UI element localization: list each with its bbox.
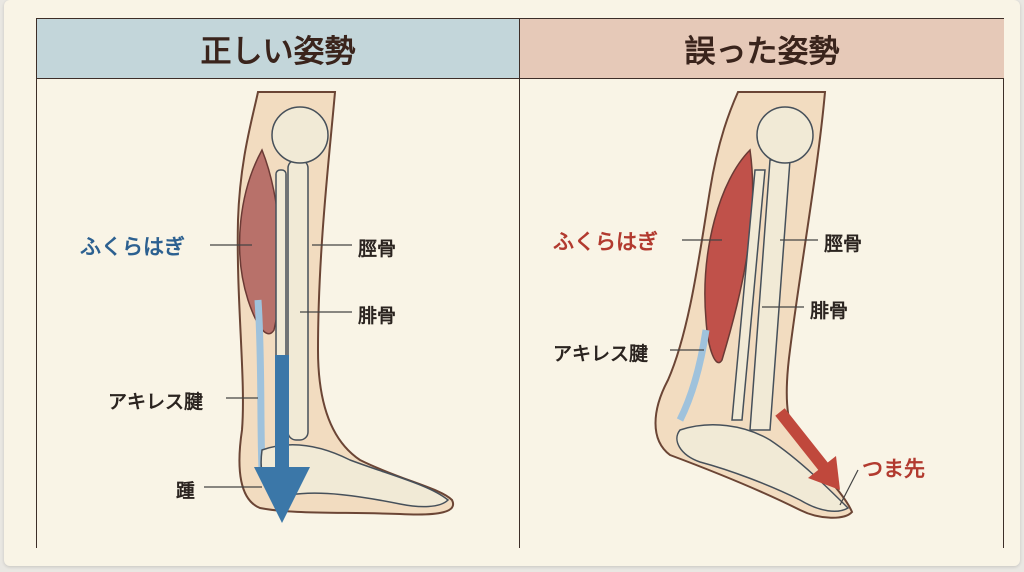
incorrect-toe-label: つま先 (862, 457, 925, 481)
incorrect-posture-header: 誤った姿勢 (519, 18, 1004, 79)
incorrect-achilles-tendon (676, 329, 710, 422)
incorrect-leg-illustration (654, 91, 854, 519)
incorrect-leg-skin (654, 91, 854, 519)
correct-leg-illustration (236, 91, 455, 523)
correct-tibia-label: 脛骨 (358, 238, 397, 260)
incorrect-foot-bones (676, 424, 850, 513)
correct-achilles-label: アキレス腱 (108, 391, 204, 413)
incorrect-toe-arrow (775, 408, 831, 474)
correct-fibula-label: 腓骨 (358, 305, 397, 327)
incorrect-fibula-label: 腓骨 (810, 300, 849, 322)
incorrect-achilles-label: アキレス腱 (553, 343, 649, 365)
leader-lines (204, 239, 859, 506)
correct-heel-label: 踵 (176, 480, 196, 502)
incorrect-fibula (731, 169, 766, 421)
correct-knee (271, 106, 329, 164)
correct-achilles-tendon (254, 299, 266, 471)
incorrect-arrowhead (808, 456, 840, 490)
incorrect-tibia-label: 脛骨 (824, 233, 863, 255)
correct-calf-label: ふくらはぎ (80, 235, 185, 259)
posture-comparison-card: 正しい姿勢 誤った姿勢 (4, 0, 1020, 566)
comparison-table: 正しい姿勢 誤った姿勢 (36, 18, 1004, 548)
incorrect-calf-label: ふくらはぎ (553, 230, 658, 254)
column-divider (519, 78, 520, 548)
incorrect-knee (756, 106, 814, 164)
correct-posture-header: 正しい姿勢 (37, 18, 519, 79)
correct-tibia (287, 159, 309, 441)
